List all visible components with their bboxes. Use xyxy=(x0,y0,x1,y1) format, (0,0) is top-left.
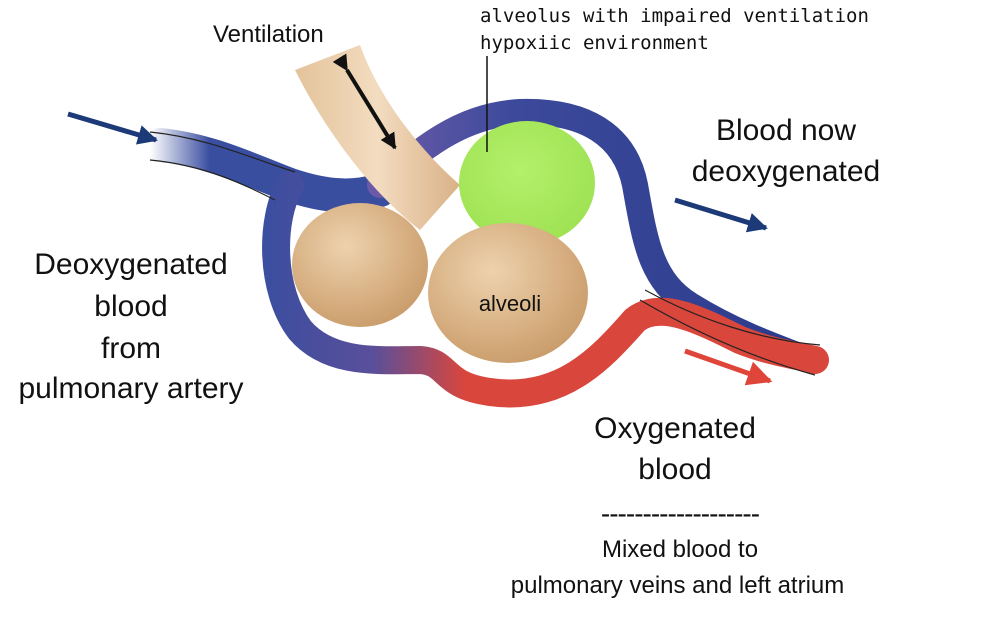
alveoli-shape xyxy=(428,223,588,363)
oxygenated-outflow-vessel xyxy=(262,171,829,408)
deox-label-line3: from xyxy=(101,332,161,365)
blood-now-label-line2: deoxygenated xyxy=(691,155,881,188)
oxygenated-arrow xyxy=(684,348,773,386)
oxygenated-label-line1: Oxygenated xyxy=(594,412,756,445)
impaired-label-line2: hypoxiic environment xyxy=(480,32,709,54)
deox-label-line4: pulmonary artery xyxy=(18,372,244,405)
impaired-label-line1: alveolus with impaired ventilation xyxy=(480,5,869,27)
alveoli-label: alveoli xyxy=(478,291,542,316)
left-alveolus xyxy=(292,203,428,327)
divider-dashes: ------------------- xyxy=(600,498,760,529)
deox-label-line2: blood xyxy=(94,290,168,323)
impaired-alveolus xyxy=(459,121,595,245)
deoxygenated-arrow xyxy=(674,197,768,233)
oxygenated-label-line2: blood xyxy=(638,453,712,486)
deox-label-line1: Deoxygenated xyxy=(34,248,228,281)
ventilation-arrow xyxy=(332,53,397,150)
ventilation-label: Ventilation xyxy=(213,21,324,48)
inflow-arrow xyxy=(67,111,158,145)
blood-now-label-line1: Blood now xyxy=(715,114,857,147)
mixed-label-line1: Mixed blood to xyxy=(601,536,759,563)
mixed-label-line2: pulmonary veins and left atrium xyxy=(510,572,845,599)
